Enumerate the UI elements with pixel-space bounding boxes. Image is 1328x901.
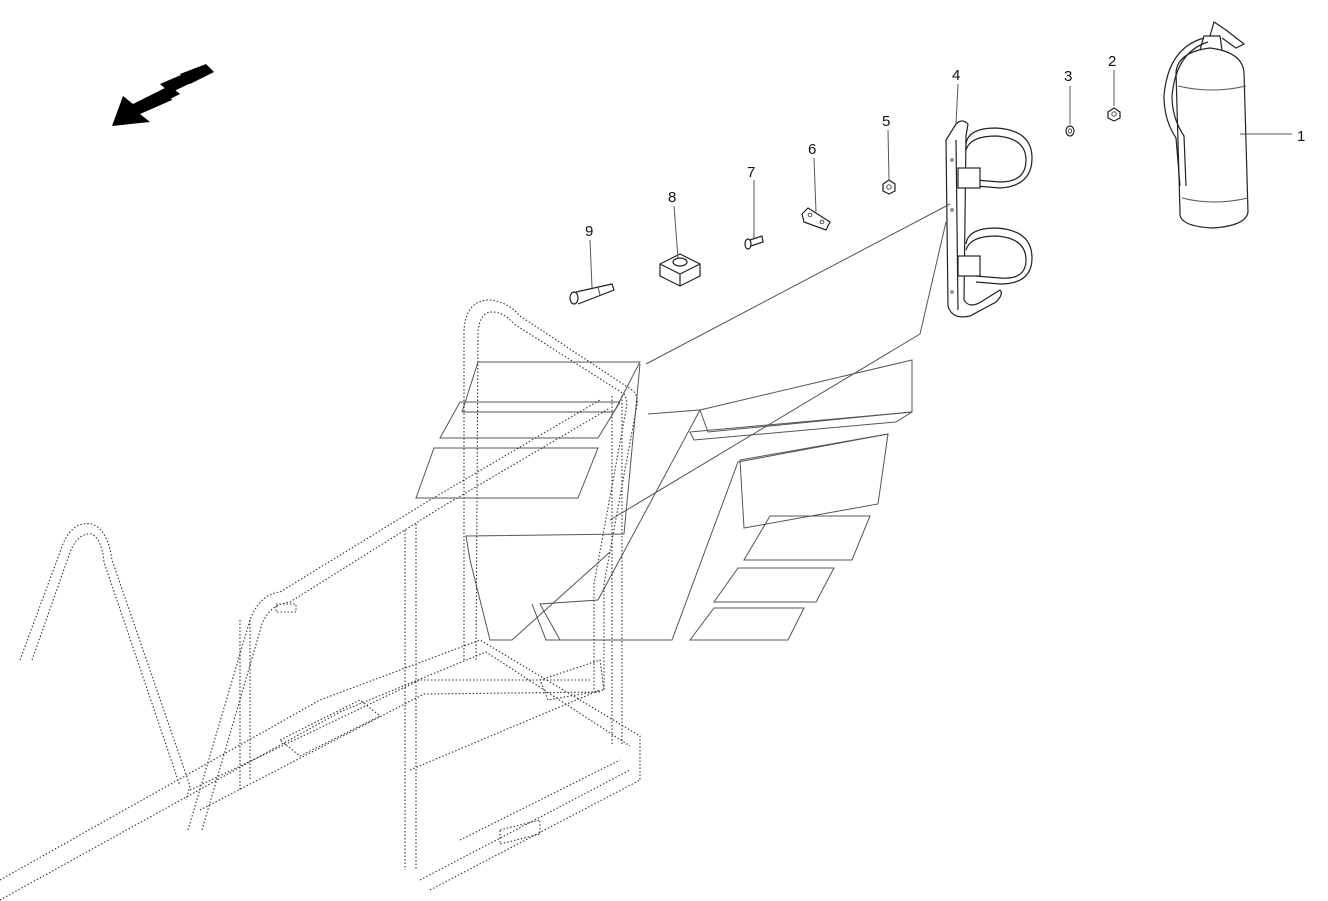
callout-4: 4 — [952, 67, 960, 84]
callout-6: 6 — [808, 141, 816, 158]
callout-8: 8 — [668, 189, 676, 206]
part-4-bracket — [945, 120, 1033, 318]
callouts: 1 2 3 4 5 6 7 8 9 — [585, 53, 1305, 240]
leader-lines — [589, 70, 1292, 289]
part-1-fire-extinguisher — [1163, 21, 1249, 229]
callout-5: 5 — [882, 113, 890, 130]
part-5-nut — [882, 179, 896, 195]
callout-7: 7 — [747, 164, 755, 181]
vehicle-frame — [0, 299, 641, 901]
callout-2: 2 — [1108, 53, 1116, 70]
callout-1: 1 — [1297, 128, 1305, 145]
part-7-screw — [744, 235, 764, 250]
callout-9: 9 — [585, 223, 593, 240]
direction-arrow-icon — [112, 64, 214, 126]
mounting-plates — [415, 359, 913, 641]
callout-3: 3 — [1064, 68, 1072, 85]
part-8-clamp-block — [659, 253, 701, 287]
part-6-plate — [801, 207, 831, 231]
part-3-washer — [1065, 125, 1075, 137]
part-2-nut — [1107, 107, 1121, 122]
projection-lines — [609, 203, 951, 521]
part-9-bolt — [569, 283, 615, 305]
